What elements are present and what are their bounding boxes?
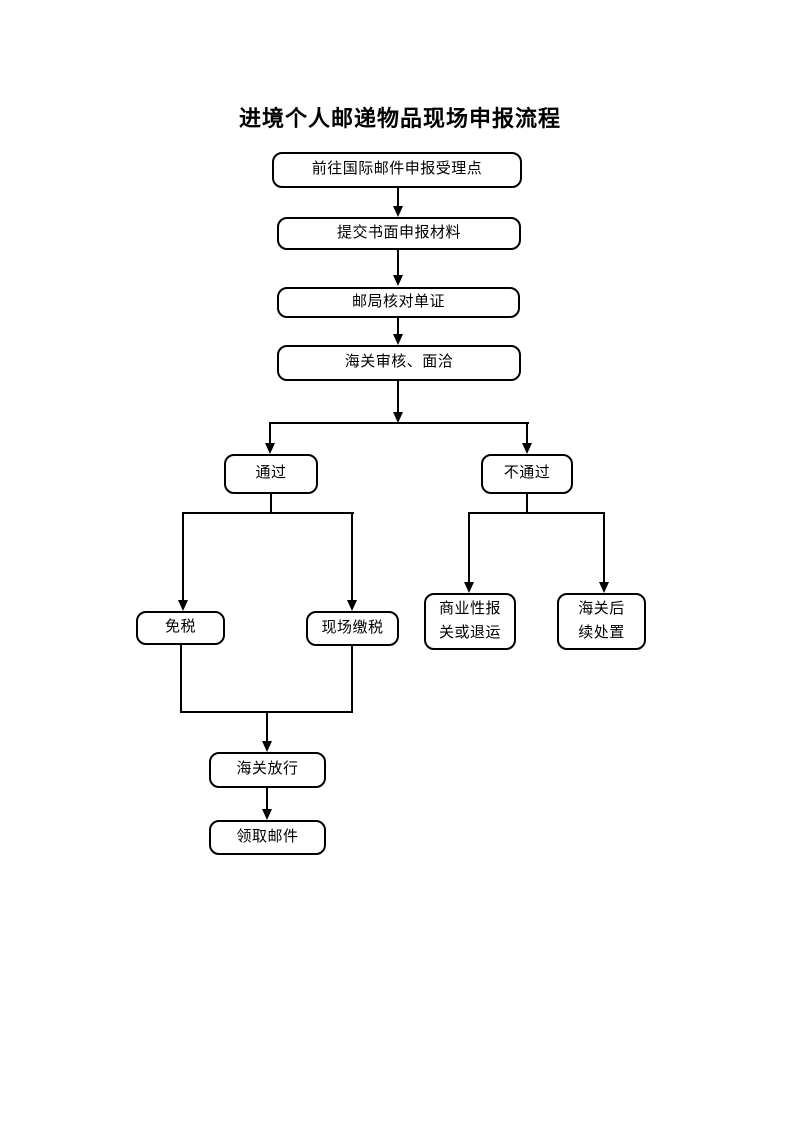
node-collect-mail: 领取邮件 — [209, 820, 326, 855]
split-bar-pass-children — [182, 512, 354, 514]
edge-fail-split-line — [526, 494, 528, 514]
arrowhead-down-icon — [393, 275, 403, 286]
node-submit-written-materials: 提交书面申报材料 — [277, 217, 521, 250]
edge-step2-step3-line — [397, 250, 399, 275]
edge-step3-step4-line — [397, 318, 399, 335]
node-customs-review-interview: 海关审核、面洽 — [277, 345, 521, 381]
node-pass: 通过 — [224, 454, 318, 494]
node-post-office-check-documents: 邮局核对单证 — [277, 287, 520, 318]
edge-paytax-merge-line — [351, 646, 353, 713]
arrowhead-down-icon — [265, 443, 275, 454]
arrowhead-down-icon — [393, 412, 403, 423]
edge-split-followup-line — [603, 512, 605, 583]
arrowhead-down-icon — [178, 600, 188, 611]
split-bar-pass-fail — [270, 422, 529, 424]
arrowhead-down-icon — [464, 582, 474, 593]
node-tax-free: 免税 — [136, 611, 225, 645]
arrowhead-down-icon — [393, 206, 403, 217]
edge-merge-release-line — [266, 711, 268, 742]
edge-pass-split-line — [270, 494, 272, 514]
node-customs-release: 海关放行 — [209, 752, 326, 788]
arrowhead-down-icon — [262, 809, 272, 820]
edge-taxfree-merge-line — [180, 645, 182, 713]
edge-split-fail-line — [526, 422, 528, 443]
edge-split-commercial-line — [468, 512, 470, 583]
edge-split-paytax-line — [351, 512, 353, 601]
edge-release-pickup-line — [266, 788, 268, 810]
node-goto-declaration-point: 前往国际邮件申报受理点 — [272, 152, 522, 188]
split-bar-fail-children — [468, 512, 605, 514]
arrowhead-down-icon — [393, 334, 403, 345]
flowchart-title: 进境个人邮递物品现场申报流程 — [238, 106, 561, 131]
arrowhead-down-icon — [522, 443, 532, 454]
node-customs-followup-disposal: 海关后续处置 — [557, 593, 646, 650]
arrowhead-down-icon — [347, 600, 357, 611]
edge-step4-split-line — [397, 381, 399, 412]
edge-step1-step2-line — [397, 188, 399, 207]
node-not-pass: 不通过 — [481, 454, 573, 494]
arrowhead-down-icon — [262, 741, 272, 752]
node-pay-tax-on-site: 现场缴税 — [306, 611, 399, 646]
node-commercial-declaration-or-return: 商业性报关或退运 — [424, 593, 516, 650]
edge-split-taxfree-line — [182, 512, 184, 601]
arrowhead-down-icon — [599, 582, 609, 593]
edge-split-pass-line — [269, 422, 271, 443]
